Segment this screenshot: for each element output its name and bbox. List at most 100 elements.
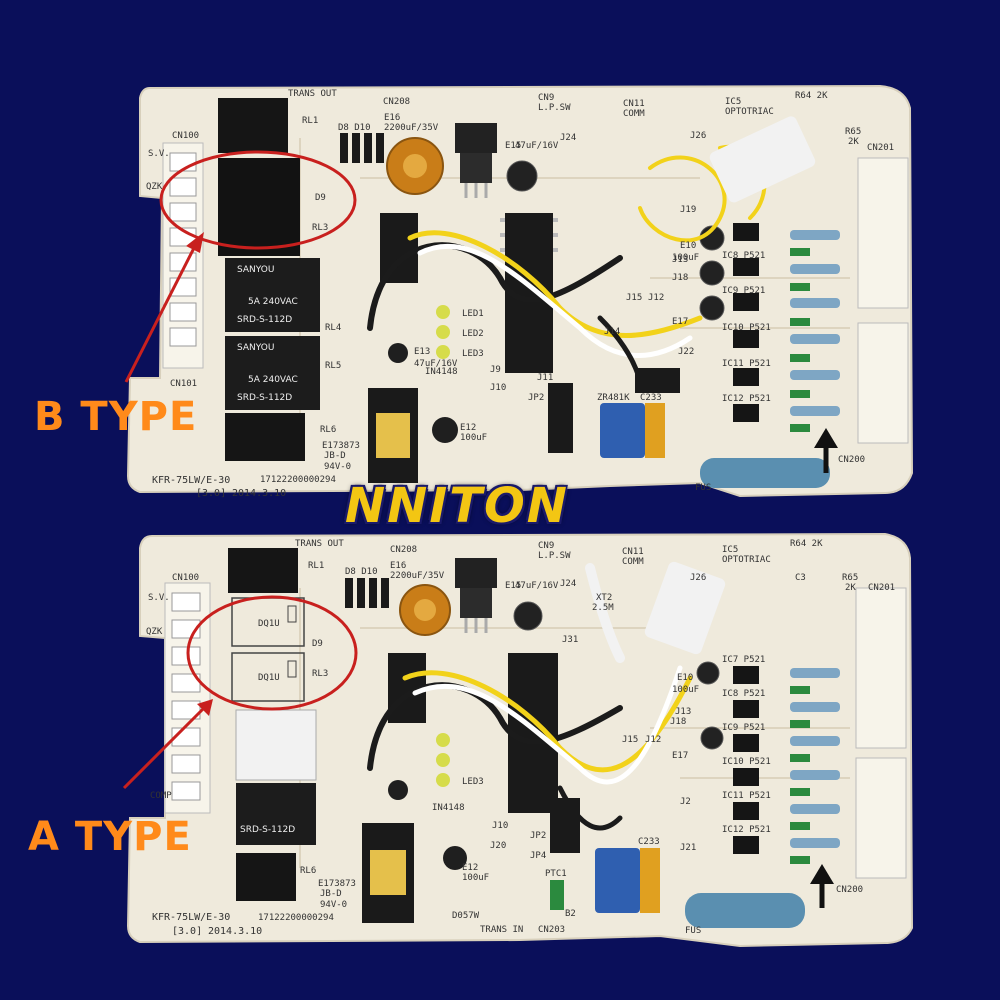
silk-e173873-a: E173873 (318, 879, 356, 889)
silk-e10-value: 100uF (672, 253, 699, 263)
silk-e16-value-a: 2200uF/35V (390, 571, 445, 581)
silk-cn100-a: CN100 (172, 573, 199, 583)
silk-lpsw: L.P.SW (538, 103, 571, 113)
arrow-up-icon-a (810, 864, 834, 908)
silk-cn11-a: CN11 (622, 547, 644, 557)
silk-cn101: CN101 (170, 379, 197, 389)
silk-jp2: JP2 (528, 393, 544, 403)
silk-serial: 17122200000294 (260, 475, 336, 485)
silk-e10-value-a: 100uF (672, 685, 699, 695)
silk-rl1-a: RL1 (308, 561, 324, 571)
silk-j12-a: J12 (645, 735, 661, 745)
silk-j24: J24 (560, 133, 576, 143)
silk-ic12-a: IC12 P521 (722, 825, 771, 835)
silk-cn208: CN208 (383, 97, 410, 107)
relay-rl1 (218, 98, 288, 153)
silk-lpsw-a: L.P.SW (538, 551, 571, 561)
silk-version-a: [3.0] (172, 926, 202, 937)
connector-cn200 (857, 322, 909, 444)
silk-rl6-a: RL6 (300, 866, 316, 876)
silk-e15: E15 (505, 141, 521, 151)
silk-e15-a: E15 (505, 581, 521, 591)
silk-e12-value: 100uF (460, 433, 487, 443)
silk-e15-value-a: 47uF/16V (515, 581, 559, 591)
silk-j12: J12 (648, 293, 664, 303)
silk-ic8-a: IC8 P521 (722, 689, 765, 699)
relay-rl5-brand: SANYOU (237, 343, 274, 353)
silk-e16-value: 2200uF/35V (384, 123, 439, 133)
silk-e12-value-a: 100uF (462, 873, 489, 883)
silk-date-a: 2014.3.10 (208, 926, 262, 937)
silk-ptc1-a: PTC1 (545, 869, 567, 879)
relay-rl4-model: SRD-S-112D (237, 315, 292, 325)
relay-rl1-a (228, 548, 298, 593)
silk-led3: LED3 (462, 349, 484, 359)
silk-j11: J11 (537, 373, 553, 383)
silk-jp4-a: JP4 (530, 851, 546, 861)
brand-watermark: NNITON (345, 478, 569, 534)
connector-cn201-a (855, 587, 907, 749)
silk-e16-a: E16 (390, 561, 406, 571)
silk-jbd-a: JB-D (320, 889, 342, 899)
silk-e12-a: E12 (462, 863, 478, 873)
silk-e15-value: 47uF/16V (515, 141, 559, 151)
silk-model-a: KFR-75LW/E-30 (152, 912, 230, 923)
silk-qzk-a: QZK (146, 627, 163, 637)
silk-rl5: RL5 (325, 361, 341, 371)
silk-ic7-a: IC7 P521 (722, 655, 765, 665)
silk-d8d10: D8 D10 (338, 123, 371, 133)
silk-dq1u-2: DQ1U (258, 673, 280, 683)
silk-j10: J10 (490, 383, 506, 393)
relay-rl5-a (236, 783, 316, 845)
silk-model: KFR-75LW/E-30 (152, 475, 230, 486)
silk-cn201: CN201 (867, 143, 894, 153)
silk-j15-a: J15 (622, 735, 638, 745)
silk-ic11-a: IC11 P521 (722, 791, 771, 801)
silk-qzk: QZK (146, 182, 163, 192)
silk-trans-in-a: TRANS IN (480, 925, 523, 935)
silk-j26: J26 (690, 131, 706, 141)
silk-serial-a: 17122200000294 (258, 913, 334, 923)
silk-j26-a: J26 (690, 573, 706, 583)
silk-ic5: IC5 (725, 97, 741, 107)
silk-xt2-a: XT2 (596, 593, 612, 603)
silk-cn100: CN100 (172, 131, 199, 141)
silk-d9: D9 (315, 193, 326, 203)
relay-sticker (235, 709, 317, 781)
silk-e13-value: 47uF/16V (414, 359, 458, 369)
silk-j15: J15 (626, 293, 642, 303)
silk-rl3-a: RL3 (312, 669, 328, 679)
silk-ic9: IC9 P521 (722, 286, 765, 296)
silk-cn200: CN200 (838, 455, 865, 465)
silk-j2-a: J2 (680, 797, 691, 807)
silk-comm-a: COMM (622, 557, 644, 567)
silk-e10-a: E10 (677, 673, 693, 683)
silk-comp-a: COMP (150, 791, 172, 801)
silk-j13: J13 (672, 255, 688, 265)
silk-opto: OPTOTRIAC (725, 107, 774, 117)
relay-rl5 (225, 336, 320, 410)
silk-in4148-a: IN4148 (432, 803, 465, 813)
connector-cn100-a (164, 582, 211, 814)
silk-cn201-a: CN201 (868, 583, 895, 593)
relay-rl4-rating: 5A 240VAC (248, 297, 298, 307)
arrow-up-icon (814, 428, 838, 473)
silk-ic10-a: IC10 P521 (722, 757, 771, 767)
silk-led1: LED1 (462, 309, 484, 319)
silk-trans-out: TRANS OUT (288, 89, 337, 99)
silk-cn9-a: CN9 (538, 541, 554, 551)
silk-rl6: RL6 (320, 425, 336, 435)
silk-dq1u-1: DQ1U (258, 619, 280, 629)
silk-94v0: 94V-0 (324, 462, 351, 472)
silk-in4148: IN4148 (425, 367, 458, 377)
silk-e17-a: E17 (672, 751, 688, 761)
silk-c233: C233 (640, 393, 662, 403)
silk-j20-a: J20 (490, 841, 506, 851)
relay-rl5-model: SRD-S-112D (237, 393, 292, 403)
silk-rl4: RL4 (325, 323, 341, 333)
silk-j9: J9 (490, 365, 501, 375)
silk-sv-a: S.V. (148, 593, 170, 603)
relay-rl5-model-a: SRD-S-112D (240, 825, 295, 835)
silk-trans-out-a: TRANS OUT (295, 539, 344, 549)
